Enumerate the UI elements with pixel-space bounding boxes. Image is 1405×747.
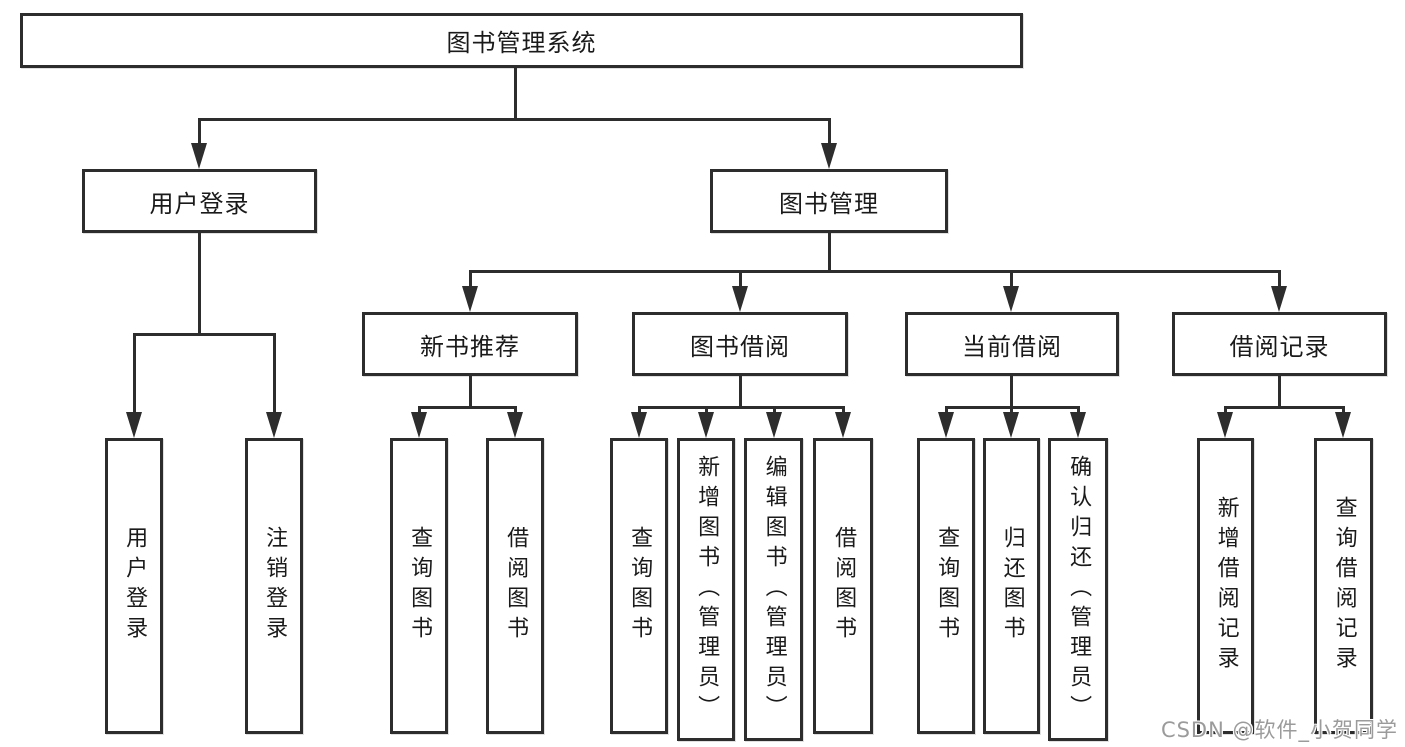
arrowhead-down: [1070, 412, 1086, 438]
connector-line: [273, 333, 276, 415]
arrowhead-down: [631, 412, 647, 438]
leaf-label: 借阅图书: [503, 526, 529, 646]
node-new-book-recommend: 新书推荐: [362, 312, 578, 376]
connector-line: [418, 406, 517, 409]
connector-line: [705, 406, 708, 416]
leaf-query-books-recommend: 查询图书: [390, 438, 448, 734]
leaf-label: 注销登录: [262, 526, 288, 646]
arrowhead-down: [191, 143, 207, 169]
connector-line: [842, 406, 845, 416]
arrowhead-down: [507, 412, 523, 438]
arrowhead-down: [835, 412, 851, 438]
connector-line: [828, 118, 831, 146]
leaf-label: 查询图书: [934, 526, 960, 646]
leaf-label: 查询图书: [627, 526, 653, 646]
connector-line: [1010, 376, 1013, 409]
connector-line: [1278, 270, 1281, 290]
leaf-label: 借阅图书: [831, 526, 857, 646]
node-root: 图书管理系统: [20, 13, 1023, 68]
connector-line: [1224, 406, 1344, 409]
connector-line: [1342, 406, 1345, 416]
arrowhead-down: [1217, 412, 1233, 438]
arrowhead-down: [266, 412, 282, 438]
connector-line: [469, 376, 472, 409]
leaf-query-borrow-record: 查询借阅记录: [1314, 438, 1373, 734]
arrowhead-down: [766, 412, 782, 438]
leaf-logout: 注销登录: [245, 438, 303, 734]
connector-line: [418, 406, 421, 416]
leaf-query-books-borrow: 查询图书: [610, 438, 668, 734]
connector-line: [1077, 406, 1080, 416]
connector-line: [1224, 406, 1227, 416]
leaf-return-books: 归还图书: [983, 438, 1040, 734]
connector-line: [514, 68, 517, 120]
connector-line: [773, 406, 776, 416]
arrowhead-down: [821, 143, 837, 169]
leaf-query-books-current: 查询图书: [917, 438, 975, 734]
connector-line: [739, 270, 742, 290]
connector-line: [514, 406, 517, 416]
leaf-label: 查询借阅记录: [1331, 496, 1357, 676]
connector-line: [198, 233, 201, 336]
leaf-borrow-books-recommend: 借阅图书: [486, 438, 544, 734]
leaf-confirm-return-admin: 确认归还（管理员）: [1048, 438, 1108, 741]
arrowhead-down: [411, 412, 427, 438]
connector-line: [469, 270, 1281, 273]
arrowhead-down: [462, 286, 478, 312]
leaf-label: 新增图书（管理员）: [694, 454, 720, 725]
leaf-user-login: 用户登录: [105, 438, 163, 734]
node-book-management: 图书管理: [710, 169, 948, 233]
arrowhead-down: [938, 412, 954, 438]
connector-line: [1278, 376, 1281, 409]
leaf-label: 编辑图书（管理员）: [761, 454, 787, 725]
connector-line: [1010, 270, 1013, 290]
connector-line: [1010, 406, 1013, 416]
leaf-borrow-books: 借阅图书: [813, 438, 873, 734]
arrowhead-down: [1003, 412, 1019, 438]
node-current-borrow: 当前借阅: [905, 312, 1119, 376]
arrowhead-down: [1271, 286, 1287, 312]
connector-line: [133, 333, 276, 336]
node-book-borrow: 图书借阅: [632, 312, 848, 376]
leaf-label: 归还图书: [999, 526, 1025, 646]
connector-line: [945, 406, 948, 416]
arrowhead-down: [126, 412, 142, 438]
arrowhead-down: [698, 412, 714, 438]
leaf-label: 查询图书: [407, 526, 433, 646]
leaf-edit-books-admin: 编辑图书（管理员）: [744, 438, 803, 741]
connector-line: [469, 270, 472, 290]
connector-line: [638, 406, 641, 416]
leaf-label: 新增借阅记录: [1213, 496, 1239, 676]
connector-line: [133, 333, 136, 415]
leaf-add-borrow-record: 新增借阅记录: [1197, 438, 1254, 734]
csdn-watermark: CSDN @软件_小贺同学: [1160, 718, 1398, 742]
connector-line: [739, 376, 742, 409]
node-user-login: 用户登录: [82, 169, 317, 233]
connector-line: [198, 118, 201, 146]
leaf-label: 确认归还（管理员）: [1066, 454, 1092, 725]
node-borrow-records: 借阅记录: [1172, 312, 1387, 376]
connector-line: [638, 406, 844, 409]
arrowhead-down: [1003, 286, 1019, 312]
connector-line: [198, 118, 831, 121]
arrowhead-down: [732, 286, 748, 312]
arrowhead-down: [1335, 412, 1351, 438]
connector-line: [828, 233, 831, 273]
leaf-label: 用户登录: [122, 526, 148, 646]
leaf-add-books-admin: 新增图书（管理员）: [677, 438, 735, 741]
